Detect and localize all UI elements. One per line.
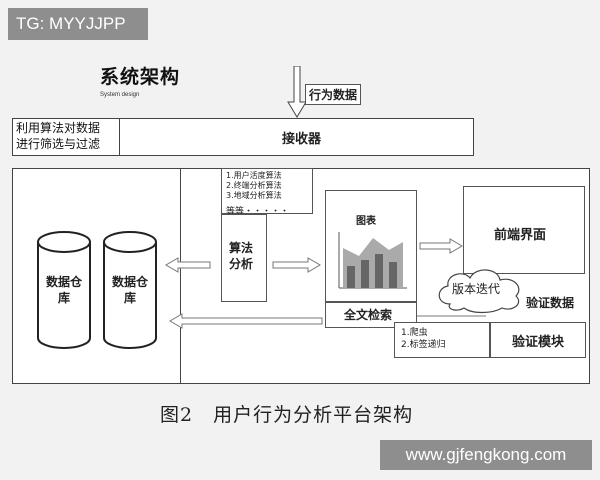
algorithm-label: 算法分析 <box>229 241 254 271</box>
database-icon <box>103 231 157 349</box>
receiver-label: 接收器 <box>282 132 322 147</box>
down-arrow-icon <box>287 66 307 118</box>
input-label: 行为数据 <box>305 84 362 105</box>
diagram-subtitle: System design <box>100 92 140 98</box>
frontend-label: 前端界面 <box>494 228 547 243</box>
frontend-box <box>463 186 585 274</box>
cloud-icon <box>438 269 520 314</box>
verify-item: 1.爬虫 <box>401 328 428 338</box>
diagram-title: 系统架构 <box>100 66 181 88</box>
database-label: 数据仓库 <box>45 275 82 305</box>
algorithm-item: 3.地域分析算法 <box>226 191 282 200</box>
verify-data-label: 验证数据 <box>524 294 577 311</box>
verify-items-box: 1.爬虫 2.标签递归 <box>394 322 490 358</box>
algorithm-list: 1.用户活度算法 2.终端分析算法 3.地域分析算法 <box>221 168 313 214</box>
algorithm-item: 2.终端分析算法 <box>226 181 282 190</box>
database-label: 数据仓库 <box>111 275 148 305</box>
database-icon <box>37 231 91 349</box>
filter-note-line: 利用算法对数据 <box>16 121 101 135</box>
figure-caption: 图2 用户行为分析平台架构 <box>160 404 414 426</box>
algorithm-item: 1.用户活度算法 <box>226 171 282 180</box>
chart-label: 图表 <box>356 216 376 227</box>
search-label: 全文检索 <box>344 308 393 322</box>
watermark-tg: TG: MYYJJPP <box>8 8 148 40</box>
receiver-bar <box>12 118 474 156</box>
filter-note: 利用算法对数据 进行筛选与过滤 <box>12 118 120 156</box>
iteration-label: 版本迭代 <box>452 282 501 296</box>
frame-divider <box>180 168 181 384</box>
algorithm-more: 等等・・・・・ <box>226 207 290 217</box>
algorithm-box <box>221 214 267 302</box>
verify-module-box: 验证模块 <box>490 322 586 358</box>
bar-chart-icon <box>338 232 407 289</box>
filter-note-line: 进行筛选与过滤 <box>16 137 101 151</box>
watermark-site: www.gjfengkong.com <box>380 440 592 470</box>
search-box <box>325 302 417 328</box>
verify-item: 2.标签递归 <box>401 340 446 350</box>
